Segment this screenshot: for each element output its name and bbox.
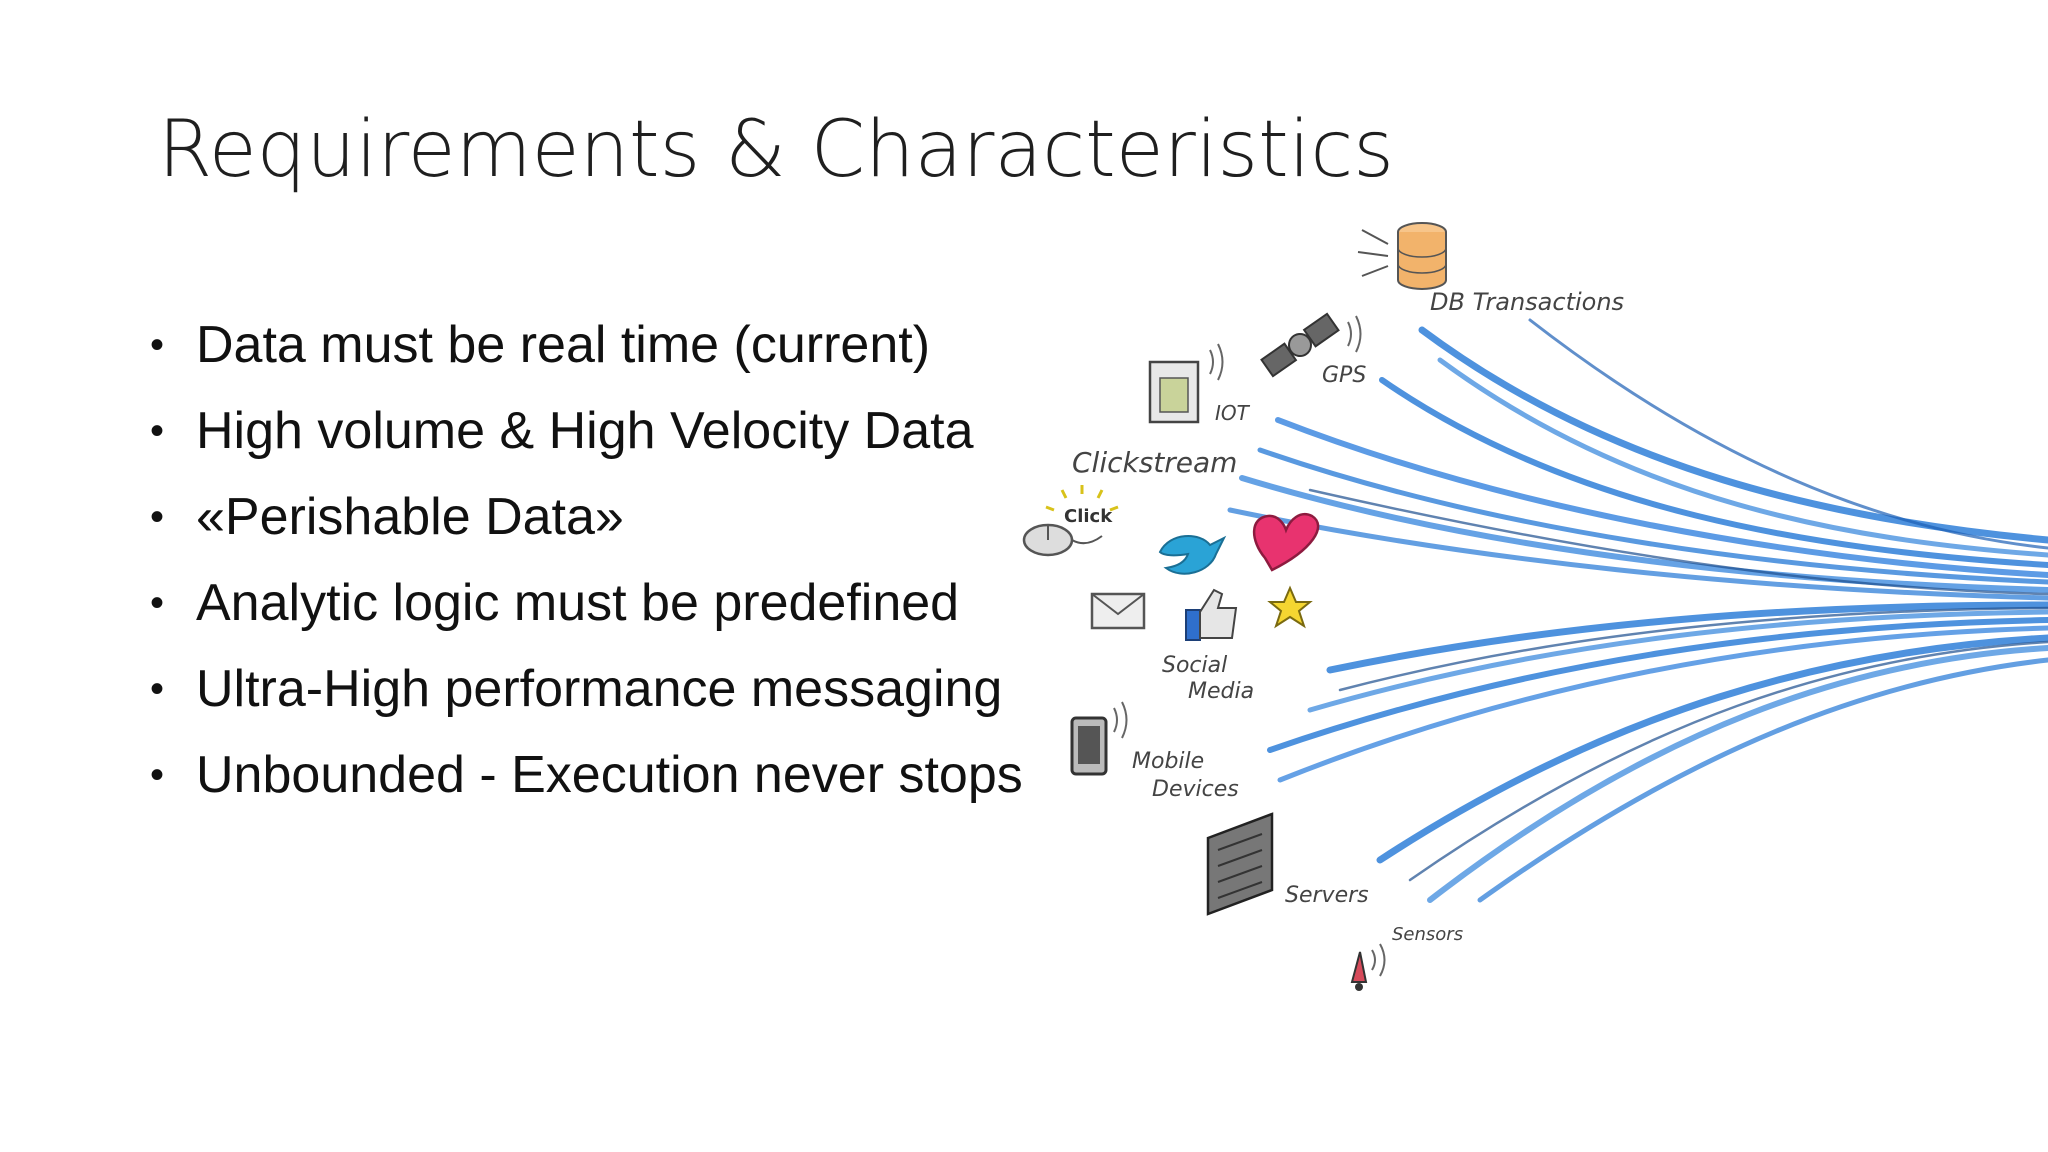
mail-icon (1090, 592, 1146, 630)
label-click: Click (1064, 506, 1113, 527)
stream-line (1338, 606, 2048, 692)
label-media: Media (1188, 679, 1254, 704)
label-servers: Servers (1285, 883, 1369, 908)
label-mobile: Mobile (1132, 749, 1204, 774)
bullet-dot: • (150, 753, 165, 797)
slide-title: Requirements & Characteristics (158, 105, 1394, 195)
stream-line (1528, 318, 2048, 550)
bullet-text: Analytic logic must be predefined (196, 574, 960, 632)
bullet-text: «Perishable Data» (196, 488, 624, 546)
data-streams-illustration: DB Transactions GPS IOT Clickstream Clic… (1022, 222, 2048, 991)
signal-waves-icon (1113, 701, 1128, 739)
bullet-dot: • (150, 495, 165, 539)
stream-line (1307, 609, 2048, 713)
bullet-text: Unbounded - Execution never stops (196, 746, 1023, 804)
label-devices: Devices (1152, 777, 1239, 802)
bullet-text: Data must be real time (current) (196, 316, 931, 374)
bullet-text: Ultra-High performance messaging (196, 660, 1003, 718)
stream-line (1418, 326, 2048, 544)
stream-line (1239, 475, 2048, 593)
bullet-item: • «Perishable Data» (150, 484, 1023, 570)
bullet-list: • Data must be real time (current) • High … (150, 312, 1023, 828)
stream-line (1275, 417, 2048, 578)
stream-line (1227, 507, 2048, 601)
sensor-icon (1350, 951, 1368, 991)
stream-line (1427, 645, 2048, 903)
bullet-item: • Analytic logic must be predefined (150, 570, 1023, 656)
heart-icon (1252, 513, 1320, 572)
bullet-item: • Ultra-High performance messaging (150, 656, 1023, 742)
bullet-dot: • (150, 409, 165, 453)
bullet-dot: • (150, 323, 165, 367)
bullet-dot: • (150, 667, 165, 711)
stream-line (1267, 617, 2048, 753)
data-stream-lines (1227, 318, 2048, 903)
signal-waves-icon (1347, 315, 1362, 353)
satellite-icon (1260, 312, 1340, 378)
stream-line (1477, 657, 2048, 903)
stream-line (1326, 601, 2048, 674)
bullet-item: • Unbounded - Execution never stops (150, 742, 1023, 828)
label-sensors: Sensors (1392, 924, 1463, 945)
signal-waves-icon (1371, 943, 1386, 977)
stream-line (1437, 357, 2048, 558)
mouse-icon (1022, 523, 1103, 557)
thumbs-up-icon (1185, 588, 1238, 641)
stream-line (1308, 488, 2048, 596)
bullet-item: • Data must be real time (current) (150, 312, 1023, 398)
star-icon (1267, 585, 1313, 629)
stream-line (1408, 640, 2048, 882)
twitter-bird-icon (1158, 534, 1227, 575)
label-db-transactions: DB Transactions (1430, 288, 1624, 316)
stream-line (1379, 377, 2048, 568)
bullet-text: High volume & High Velocity Data (196, 402, 974, 460)
stream-line (1277, 625, 2048, 783)
mobile-phone-icon (1070, 716, 1108, 776)
server-rack-icon (1206, 812, 1274, 916)
bullet-item: • High volume & High Velocity Data (150, 398, 1023, 484)
database-icon (1357, 222, 1447, 290)
label-social: Social (1162, 653, 1227, 678)
bullet-dot: • (150, 581, 165, 625)
label-clickstream: Clickstream (1072, 446, 1237, 479)
stream-line (1376, 634, 2048, 864)
label-iot: IOT (1215, 401, 1251, 425)
signal-waves-icon (1209, 343, 1224, 381)
label-gps: GPS (1322, 363, 1366, 388)
stream-line (1257, 447, 2048, 585)
iot-device-icon (1148, 360, 1200, 424)
click-burst-icon (1045, 485, 1119, 512)
